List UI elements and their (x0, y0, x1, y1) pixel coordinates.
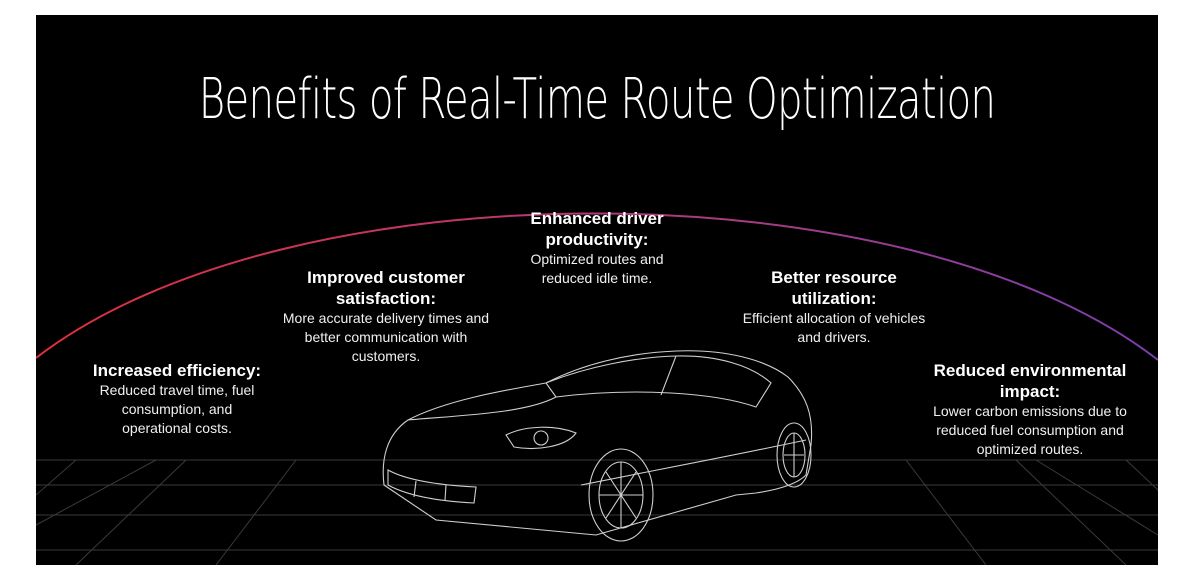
benefit-heading: Increased efficiency: (92, 361, 262, 380)
benefit-description: Reduced travel time, fuel consumption, a… (99, 382, 255, 436)
benefit-heading: Better resource utilization: (771, 268, 897, 308)
background-art (36, 212, 1158, 565)
benefit-heading: Reduced environmental impact: (933, 361, 1127, 401)
benefit-resource-utilization: Better resource utilization: Efficient a… (724, 267, 944, 347)
benefit-customer-satisfaction: Improved customer satisfaction: More acc… (280, 267, 492, 366)
benefit-description: Efficient allocation of vehicles and dri… (742, 310, 926, 345)
benefit-driver-productivity: Enhanced driver productivity: Optimized … (508, 208, 686, 288)
car-wireframe (382, 350, 813, 542)
benefit-heading: Improved customer satisfaction: (307, 268, 465, 308)
benefit-description: More accurate delivery times and better … (282, 310, 490, 364)
benefit-description: Optimized routes and reduced idle time. (530, 251, 664, 286)
benefit-description: Lower carbon emissions due to reduced fu… (933, 403, 1127, 457)
route-arc (36, 212, 1158, 361)
benefit-environmental-impact: Reduced environmental impact: Lower carb… (910, 360, 1150, 459)
infographic-panel: Benefits of Real-Time Route Optimization… (36, 15, 1158, 565)
page-title: Benefits of Real-Time Route Optimization (198, 67, 996, 132)
benefit-heading: Enhanced driver productivity: (530, 209, 664, 249)
grid-floor (36, 459, 1158, 565)
benefit-increased-efficiency: Increased efficiency: Reduced travel tim… (66, 360, 288, 438)
